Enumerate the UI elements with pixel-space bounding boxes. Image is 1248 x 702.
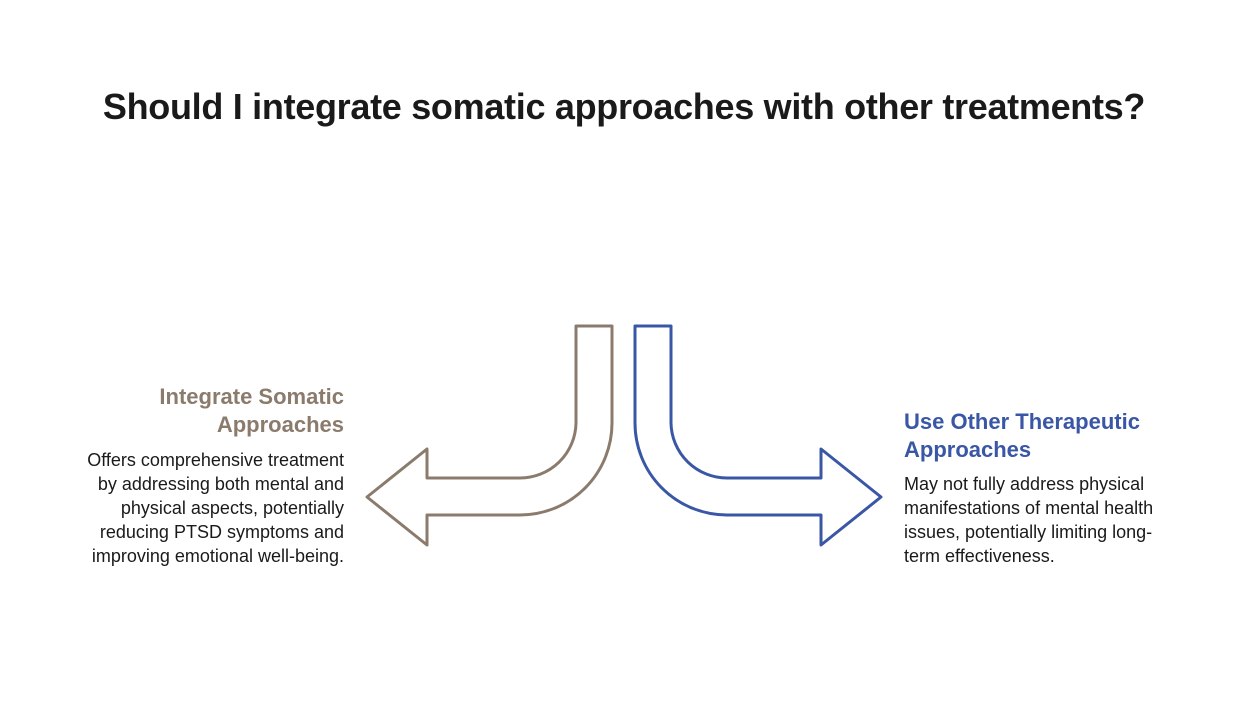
right-arrow — [633, 324, 883, 547]
option-right-heading: Use Other Therapeutic Approaches — [904, 409, 1140, 462]
option-right-description: May not fully address physical manifesta… — [904, 474, 1154, 566]
diagram-title: Should I integrate somatic approaches wi… — [102, 86, 1146, 127]
option-left-description: Offers comprehensive treatment by addres… — [87, 450, 344, 566]
option-left-heading: Integrate Somatic Approaches — [159, 384, 344, 437]
left-arrow — [365, 324, 614, 547]
